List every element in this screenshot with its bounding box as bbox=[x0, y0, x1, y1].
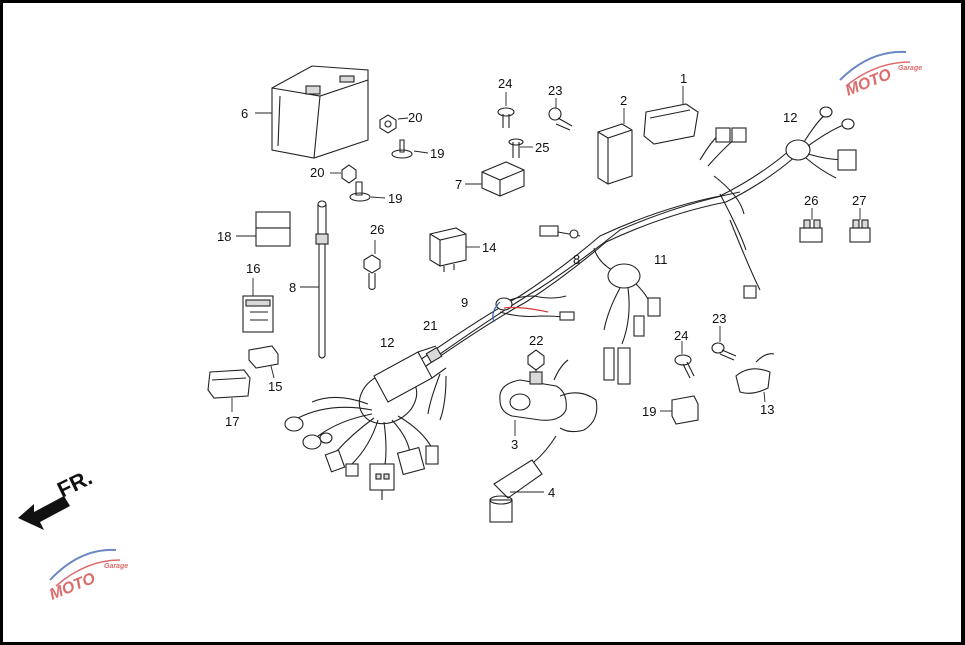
watermark-logo-top: MOTO Garage bbox=[839, 50, 922, 100]
relay-14 bbox=[429, 227, 480, 272]
callout-26-center: 26 bbox=[370, 222, 384, 237]
callout-18: 18 bbox=[217, 229, 231, 244]
bolt-19-upper bbox=[391, 139, 429, 159]
callout-3: 3 bbox=[511, 437, 518, 452]
spark-plug-cap-4 bbox=[489, 435, 557, 523]
callout-26-right: 26 bbox=[804, 193, 818, 208]
bolt-23-top bbox=[548, 98, 573, 131]
callout-15: 15 bbox=[268, 379, 282, 394]
bolt-26-center bbox=[363, 240, 381, 291]
bolt-19-lower bbox=[349, 181, 386, 202]
callout-19-upper: 19 bbox=[430, 146, 444, 161]
callout-24-right: 24 bbox=[674, 328, 688, 343]
callout-21: 21 bbox=[423, 318, 437, 333]
wiring-harness-main bbox=[284, 106, 857, 500]
callout-27: 27 bbox=[852, 193, 866, 208]
cdi-unit-2 bbox=[597, 108, 633, 185]
fuse-27 bbox=[849, 208, 871, 243]
callout-14: 14 bbox=[482, 240, 496, 255]
callout-7: 7 bbox=[455, 177, 462, 192]
callout-1: 1 bbox=[680, 71, 687, 86]
ignition-coil-3 bbox=[499, 349, 598, 436]
bolt-23-right bbox=[711, 326, 737, 361]
relay-15 bbox=[248, 345, 279, 379]
callout-11: 11 bbox=[654, 252, 668, 267]
bolt-24-right bbox=[674, 341, 695, 379]
watermark-sub-bottom: Garage bbox=[104, 563, 128, 570]
battery-part bbox=[255, 65, 369, 159]
callout-6: 6 bbox=[241, 106, 248, 121]
callout-12-right: 12 bbox=[783, 110, 797, 125]
cable-8-left bbox=[300, 200, 329, 359]
fuse-26-right bbox=[799, 208, 823, 243]
callout-19-lower: 19 bbox=[388, 191, 402, 206]
callout-19-right: 19 bbox=[642, 404, 656, 419]
callout-8-right: 8 bbox=[573, 252, 580, 267]
callout-22: 22 bbox=[529, 333, 543, 348]
callout-12-left: 12 bbox=[380, 335, 394, 350]
front-direction-arrow-icon bbox=[18, 496, 70, 530]
callout-20-upper: 20 bbox=[408, 110, 422, 125]
nut-20-lower bbox=[330, 164, 357, 184]
bolt-25 bbox=[508, 138, 533, 158]
callout-labels: 1 2 3 4 6 7 8 8 9 11 12 12 13 14 15 16 1… bbox=[217, 71, 866, 500]
bolt-24-top bbox=[497, 92, 515, 128]
callout-8-left: 8 bbox=[289, 280, 296, 295]
callout-24-top: 24 bbox=[498, 76, 512, 91]
callout-23-top: 23 bbox=[548, 83, 562, 98]
connector-19-right bbox=[660, 395, 699, 425]
callout-13: 13 bbox=[760, 402, 774, 417]
flasher-unit-1 bbox=[643, 86, 699, 145]
callout-23-right: 23 bbox=[712, 311, 726, 326]
watermark-sub-top: Garage bbox=[898, 65, 922, 72]
direction-label: FR. bbox=[53, 464, 96, 502]
callout-9: 9 bbox=[461, 295, 468, 310]
nut-20-upper bbox=[379, 114, 409, 134]
switch-17 bbox=[207, 369, 251, 412]
callout-2: 2 bbox=[620, 93, 627, 108]
watermark-logo-bottom: MOTO Garage bbox=[47, 548, 128, 604]
callout-4: 4 bbox=[548, 485, 555, 500]
callout-20-lower: 20 bbox=[310, 165, 324, 180]
callout-16: 16 bbox=[246, 261, 260, 276]
regulator-7 bbox=[465, 161, 525, 197]
relay-16 bbox=[242, 278, 274, 333]
callout-17: 17 bbox=[225, 414, 239, 429]
connector-18 bbox=[236, 211, 291, 247]
clip-13 bbox=[735, 353, 775, 403]
callout-25: 25 bbox=[535, 140, 549, 155]
